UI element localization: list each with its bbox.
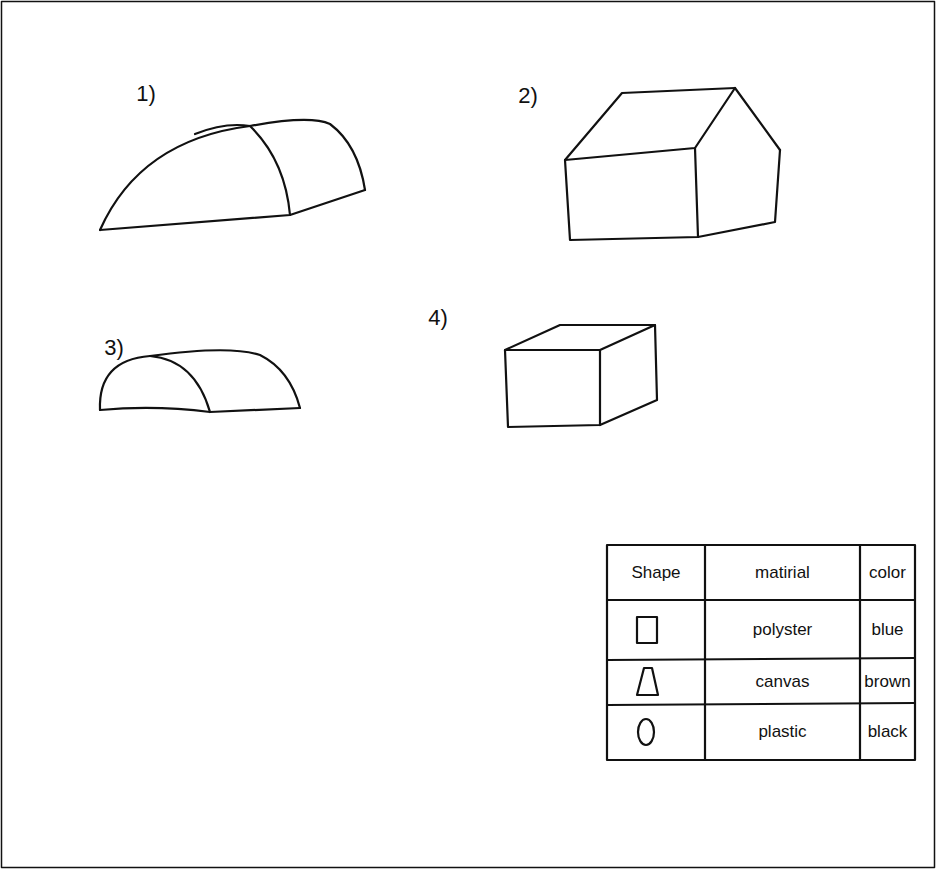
table-header: Shape	[608, 548, 704, 598]
box-shape	[505, 325, 657, 427]
triangle-symbol	[637, 668, 658, 695]
callout-number: 3)	[96, 332, 132, 364]
shape-symbols	[637, 617, 658, 745]
table-cell: brown	[861, 662, 914, 702]
callout-number: 4)	[420, 302, 456, 334]
house-shape	[565, 88, 780, 240]
table-cell: canvas	[706, 662, 859, 702]
callout-number: 2)	[510, 80, 546, 112]
tunnel-tent-small	[100, 350, 300, 412]
table-cell: polyster	[706, 603, 859, 657]
table-cell: blue	[861, 603, 914, 657]
oval-symbol	[638, 719, 654, 745]
callout-number: 1)	[128, 78, 164, 110]
tunnel-tent-large	[100, 120, 365, 230]
material-table	[607, 545, 915, 760]
table-cell: black	[861, 706, 914, 758]
rectangle-symbol	[637, 617, 657, 643]
table-header: matirial	[706, 548, 859, 598]
table-header: color	[861, 548, 914, 598]
table-cell: plastic	[706, 706, 859, 758]
